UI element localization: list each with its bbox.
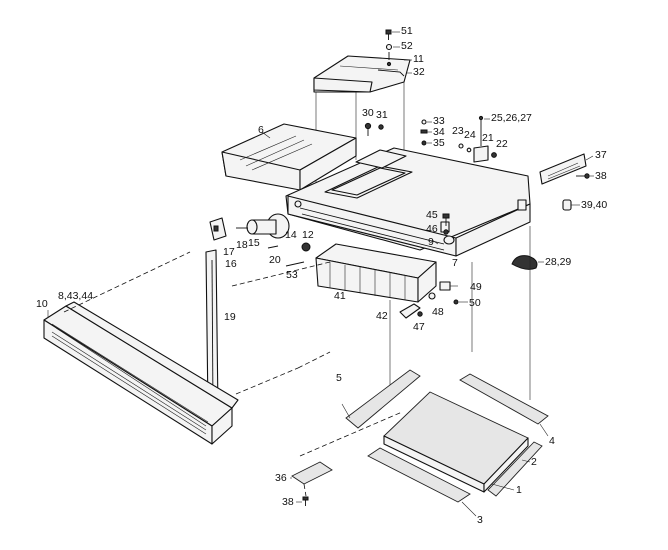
lid-part-11 [313, 55, 411, 93]
gasket-part-32 [377, 69, 405, 77]
callout-34: 34 [433, 126, 445, 138]
callout-24: 24 [464, 129, 476, 141]
vent-cover-part-6 [221, 123, 357, 191]
callout-4: 4 [549, 435, 555, 447]
callout-48: 48 [432, 306, 444, 318]
screw-part-20 [267, 245, 279, 249]
gasket-part-8 [65, 301, 239, 409]
screw-part-45 [442, 213, 450, 226]
clamp-part-42 [399, 303, 421, 319]
washer-part-33 [421, 119, 427, 125]
callout-31: 31 [376, 109, 388, 121]
nut-part-35 [421, 140, 427, 146]
callout-15: 15 [248, 237, 260, 249]
screw-part-38a [576, 173, 590, 179]
side-strip-part-5 [345, 369, 421, 429]
screw-part-31 [378, 124, 384, 130]
callout-10: 10 [36, 298, 48, 310]
callout-11: 11 [413, 53, 424, 65]
callout-28-29: 28,29 [545, 256, 572, 268]
washer-part-52 [385, 43, 393, 51]
callout-12: 12 [302, 229, 314, 241]
callout-32: 32 [413, 66, 425, 78]
side-strip-part-2 [487, 441, 543, 497]
callout-30: 30 [362, 107, 374, 119]
washer-part-46 [443, 229, 449, 235]
callout-37: 37 [595, 149, 607, 161]
screw-part-30 [364, 122, 372, 130]
callout-14: 14 [285, 229, 297, 241]
callout-51: 51 [401, 25, 413, 37]
callout-42: 42 [376, 310, 388, 322]
callout-45: 45 [426, 209, 438, 221]
callout-46: 46 [426, 223, 438, 235]
callout-8-43-44: 8,43,44 [58, 290, 94, 302]
callout-20: 20 [269, 254, 281, 266]
callout-35: 35 [433, 137, 445, 149]
knob-part-12 [301, 242, 311, 252]
callout-16: 16 [225, 258, 237, 270]
side-strip-part-4 [459, 373, 549, 425]
screw-part-47 [417, 311, 423, 317]
callout-38-base: 38 [282, 496, 294, 508]
bracket-part-49 [439, 281, 451, 291]
leader-lines [47, 31, 594, 517]
callout-53: 53 [286, 269, 298, 281]
spacer-part-34 [420, 129, 428, 134]
screw-part-38b [302, 496, 309, 506]
callout-7: 7 [452, 257, 458, 269]
callout-21: 21 [482, 132, 494, 144]
callout-47: 47 [413, 321, 425, 333]
callout-36: 36 [275, 472, 287, 484]
callout-5: 5 [336, 372, 342, 384]
callout-19: 19 [224, 311, 236, 323]
washer-part-24 [466, 147, 472, 153]
callout-50: 50 [469, 297, 481, 309]
callout-1: 1 [516, 484, 522, 496]
wiper-arm-part-17 [209, 217, 227, 241]
motor-assembly-part-14 [236, 213, 290, 239]
foot-part-28 [511, 255, 538, 270]
front-panel-part-10 [43, 305, 233, 445]
washer-part-23 [458, 143, 464, 149]
callout-23: 23 [452, 125, 464, 137]
main-housing-part-7 [285, 147, 531, 257]
callout-22: 22 [496, 138, 508, 150]
callout-38-grille: 38 [595, 170, 607, 182]
callout-49: 49 [470, 281, 482, 293]
callout-18: 18 [236, 239, 248, 251]
side-strip-part-3 [367, 447, 471, 503]
callout-41: 41 [334, 290, 346, 302]
screw-part-51 [385, 29, 392, 40]
clip-part-39 [562, 199, 572, 211]
callout-39-40: 39,40 [581, 199, 608, 211]
callout-2: 2 [531, 456, 537, 468]
pin-part-53 [285, 261, 305, 267]
grille-part-36 [291, 461, 333, 485]
screw-part-22 [491, 152, 497, 158]
callout-3: 3 [477, 514, 483, 526]
grille-part-37 [539, 153, 587, 185]
callout-25-26-27: 25,26,27 [491, 112, 532, 124]
callout-52: 52 [401, 40, 413, 52]
callout-33: 33 [433, 115, 445, 127]
bracket-part-21 [473, 145, 489, 163]
filter-part-41 [315, 243, 437, 303]
callout-9: 9 [428, 236, 434, 248]
callout-17: 17 [223, 246, 235, 258]
washer-part-48 [428, 292, 436, 300]
callout-6: 6 [258, 124, 264, 136]
screw-part-50 [453, 299, 459, 305]
